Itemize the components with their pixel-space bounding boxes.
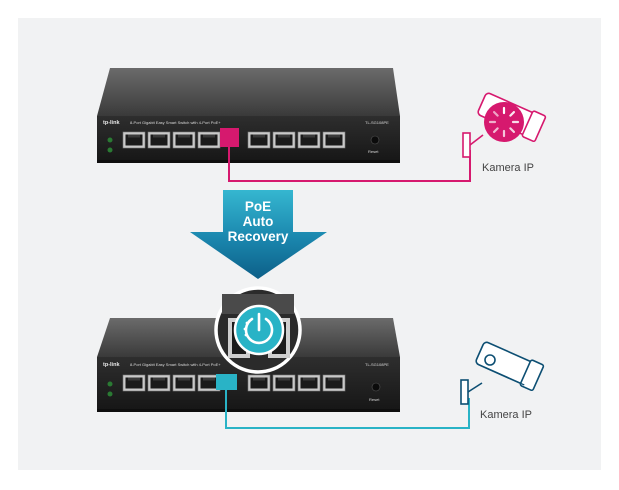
top-switch-brand: tp-link	[103, 120, 120, 126]
poe-auto-recovery-arrow: PoE Auto Recovery	[190, 190, 327, 279]
bottom-switch-description: 8-Port Gigabit Easy Smart Switch with 4-…	[130, 362, 221, 367]
top-switch-led	[107, 137, 113, 143]
camera-top-label: Kamera IP	[482, 162, 534, 174]
bottom-switch-led	[107, 381, 113, 387]
camera-bottom-label: Kamera IP	[480, 409, 532, 421]
bottom-switch-model: TL-SG108PE	[365, 362, 389, 367]
bottom-cable	[225, 390, 470, 429]
arrow-label-line2: Auto	[243, 214, 274, 229]
bottom-switch-reset-label: Reset	[369, 397, 380, 402]
top-switch-reset-label: Reset	[368, 149, 379, 154]
top-faulty-port-highlight	[220, 128, 239, 147]
bottom-switch-led	[107, 391, 113, 397]
top-switch: tp-link 8-Port Gigabit Easy Smart Switch…	[97, 68, 400, 163]
zoom-magnifier	[214, 286, 302, 374]
arrow-label-line3: Recovery	[228, 229, 289, 244]
top-switch-reset-button	[370, 135, 380, 145]
camera-top	[462, 92, 547, 158]
camera-lens-icon	[484, 354, 496, 366]
loading-fault-icon	[484, 102, 524, 142]
top-switch-model: TL-SG108PE	[365, 120, 389, 125]
bottom-recovered-port-highlight	[216, 374, 237, 390]
camera-bottom	[460, 341, 545, 405]
power-recovery-icon	[233, 304, 285, 356]
top-switch-led	[107, 147, 113, 153]
diagram-canvas: tp-link 8-Port Gigabit Easy Smart Switch…	[18, 18, 601, 470]
arrow-label-line1: PoE	[245, 199, 271, 214]
bottom-switch-reset-button	[371, 382, 381, 392]
top-cable	[228, 147, 471, 182]
bottom-switch-brand: tp-link	[103, 362, 120, 368]
top-switch-description: 8-Port Gigabit Easy Smart Switch with 4-…	[130, 120, 221, 125]
bottom-switch: tp-link 8-Port Gigabit Easy Smart Switch…	[97, 318, 400, 412]
